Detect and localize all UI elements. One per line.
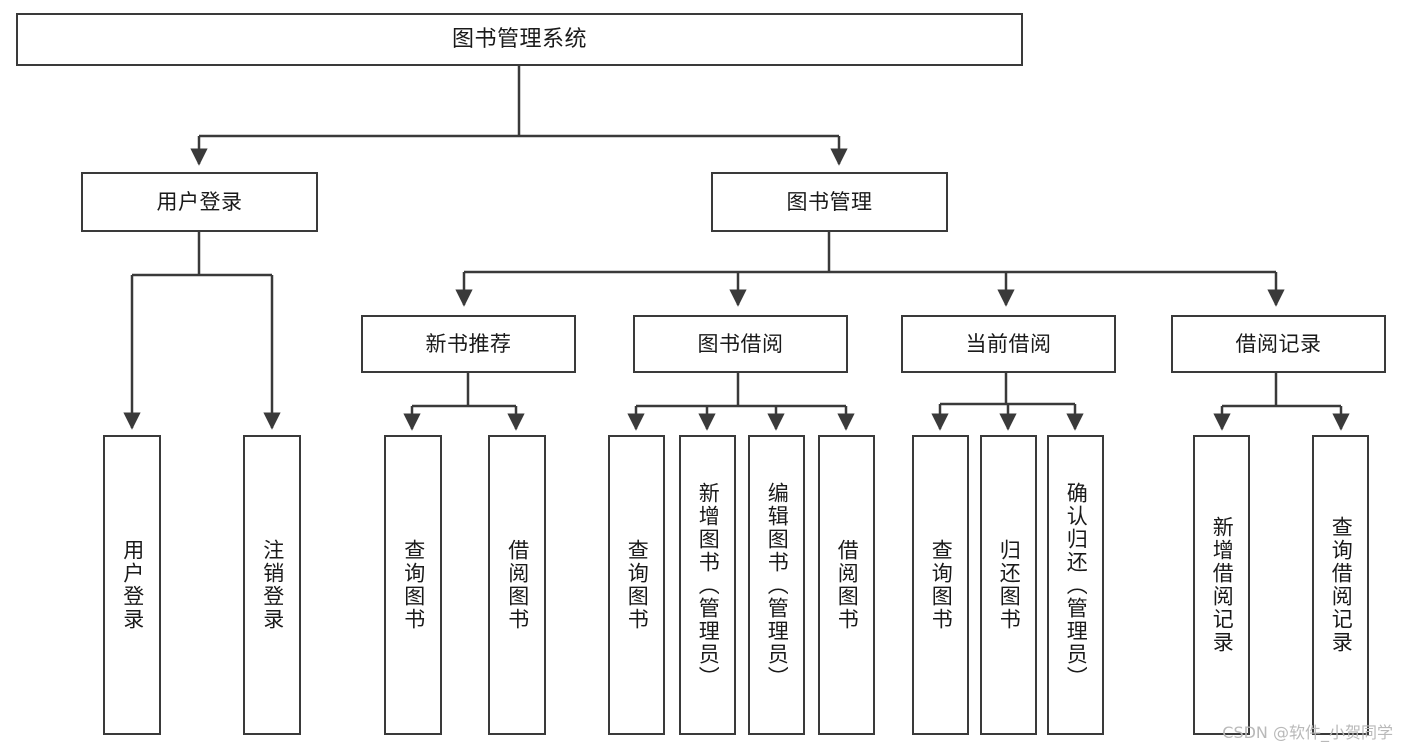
node-leaf-logout-label: 注销登录 xyxy=(260,539,284,631)
csdn-watermark: CSDN @软件_小贺同学 xyxy=(1222,723,1393,742)
node-new-book-rec-label: 新书推荐 xyxy=(425,331,512,356)
node-leaf-borrow-book-1-label: 借阅图书 xyxy=(505,539,529,631)
node-book-borrow-label: 图书借阅 xyxy=(697,331,784,356)
node-current-borrow[interactable]: 当前借阅 xyxy=(901,315,1116,373)
node-book-mgmt[interactable]: 图书管理 xyxy=(711,172,948,232)
node-root[interactable]: 图书管理系统 xyxy=(16,13,1023,66)
node-leaf-query-book-2[interactable]: 查询图书 xyxy=(608,435,665,735)
node-leaf-edit-book-label: 编辑图书（管理员） xyxy=(765,481,789,689)
node-leaf-borrow-book-2-label: 借阅图书 xyxy=(835,539,859,631)
node-book-mgmt-label: 图书管理 xyxy=(786,189,873,214)
node-leaf-query-record[interactable]: 查询借阅记录 xyxy=(1312,435,1369,735)
node-leaf-add-record-label: 新增借阅记录 xyxy=(1210,516,1234,654)
node-current-borrow-label: 当前借阅 xyxy=(965,331,1052,356)
node-new-book-rec[interactable]: 新书推荐 xyxy=(361,315,576,373)
node-leaf-query-book-3[interactable]: 查询图书 xyxy=(912,435,969,735)
node-borrow-record-label: 借阅记录 xyxy=(1235,331,1322,356)
node-leaf-add-book[interactable]: 新增图书（管理员） xyxy=(679,435,736,735)
node-book-borrow[interactable]: 图书借阅 xyxy=(633,315,848,373)
node-leaf-query-record-label: 查询借阅记录 xyxy=(1329,516,1353,654)
node-leaf-add-record[interactable]: 新增借阅记录 xyxy=(1193,435,1250,735)
node-leaf-user-login[interactable]: 用户登录 xyxy=(103,435,161,735)
node-leaf-return-book[interactable]: 归还图书 xyxy=(980,435,1037,735)
node-leaf-edit-book[interactable]: 编辑图书（管理员） xyxy=(748,435,805,735)
node-leaf-borrow-book-2[interactable]: 借阅图书 xyxy=(818,435,875,735)
node-leaf-query-book-3-label: 查询图书 xyxy=(929,539,953,631)
node-leaf-logout[interactable]: 注销登录 xyxy=(243,435,301,735)
node-leaf-query-book-2-label: 查询图书 xyxy=(625,539,649,631)
node-user-login[interactable]: 用户登录 xyxy=(81,172,318,232)
node-root-label: 图书管理系统 xyxy=(451,26,587,52)
node-leaf-add-book-label: 新增图书（管理员） xyxy=(696,481,720,689)
node-leaf-borrow-book-1[interactable]: 借阅图书 xyxy=(488,435,546,735)
node-leaf-query-book-1-label: 查询图书 xyxy=(401,539,425,631)
node-leaf-query-book-1[interactable]: 查询图书 xyxy=(384,435,442,735)
node-leaf-user-login-label: 用户登录 xyxy=(120,539,144,631)
node-leaf-confirm-return[interactable]: 确认归还（管理员） xyxy=(1047,435,1104,735)
node-borrow-record[interactable]: 借阅记录 xyxy=(1171,315,1386,373)
node-leaf-return-book-label: 归还图书 xyxy=(997,539,1021,631)
node-leaf-confirm-return-label: 确认归还（管理员） xyxy=(1064,481,1088,689)
node-user-login-label: 用户登录 xyxy=(156,189,243,214)
